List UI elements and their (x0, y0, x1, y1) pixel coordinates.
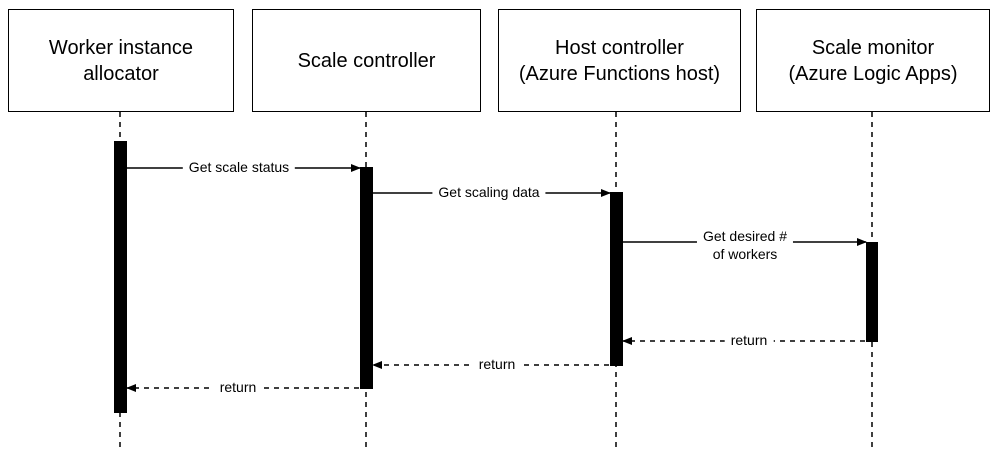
activation-bar-scale-monitor (866, 242, 878, 342)
activation-bar-host-controller (610, 192, 623, 366)
message-label-return-from-scale-monitor: return (724, 330, 774, 350)
message-label-get-scaling-data: Get scaling data (432, 182, 546, 202)
activation-bar-worker-instance-allocator (114, 141, 127, 413)
participant-worker-instance-allocator: Worker instance allocator (8, 9, 234, 112)
participant-scale-controller: Scale controller (252, 9, 481, 112)
message-label-return-from-host-controller: return (472, 354, 522, 374)
message-label-return-from-scale-controller: return (213, 377, 263, 397)
participant-scale-monitor: Scale monitor (Azure Logic Apps) (756, 9, 990, 112)
participant-host-controller: Host controller (Azure Functions host) (498, 9, 741, 112)
message-label-get-scale-status: Get scale status (182, 157, 296, 177)
activation-bar-scale-controller (360, 167, 373, 389)
message-label-get-desired-workers: Get desired # of workers (696, 226, 794, 264)
